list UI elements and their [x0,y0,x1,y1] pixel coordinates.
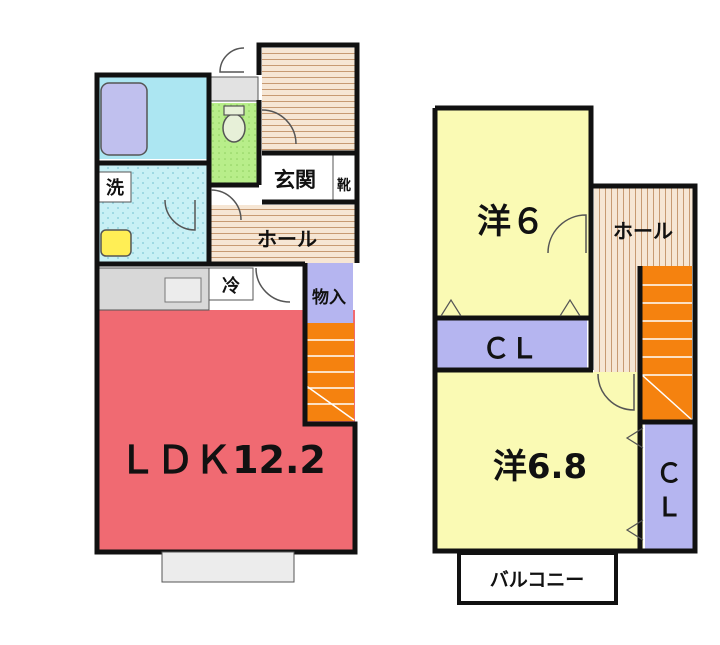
balcony [457,551,618,605]
floor1-plan: ＬＤＫ12.2 ホール 玄関 靴 洗 冷 物入 [94,42,360,583]
room1-label: 洋６ [477,202,545,242]
hall1-floor [209,205,355,263]
closet2-label-top: Ｃ [656,459,682,489]
room1 [435,110,589,318]
balcony-label: バルコニー [490,569,585,591]
window-ldk [161,551,295,583]
room2-label: 洋6.8 [493,447,587,487]
room2 [435,372,643,550]
entrance-floor [262,48,356,152]
fridge-label: 冷 [222,275,240,297]
storage-closet [305,263,353,323]
hall1-label: ホール [257,227,317,251]
ldk-label: ＬＤＫ12.2 [118,438,326,482]
closet2 [645,423,693,549]
fridge-space [208,267,254,301]
closet1 [437,318,587,368]
door-swing [219,47,245,73]
genkan-label: 玄関 [274,168,316,192]
genkan-area [262,155,332,202]
closet2-label-bottom: Ｌ [656,493,682,523]
bathtub [100,82,148,156]
toilet-bowl [222,113,246,143]
washer-spot [98,171,132,203]
washbasin [100,229,132,257]
shoes-label: 靴 [337,177,351,194]
wash-label: 洗 [106,177,124,199]
hall2-floor [594,188,694,266]
floor2-plan: 洋６ 洋6.8 ＣＬ Ｃ Ｌ ホール バルコニー [432,105,698,605]
closet1-label: ＣＬ [482,332,538,365]
stairs2 [642,266,692,420]
hall2-label: ホール [613,219,673,243]
storage-label: 物入 [312,287,346,308]
